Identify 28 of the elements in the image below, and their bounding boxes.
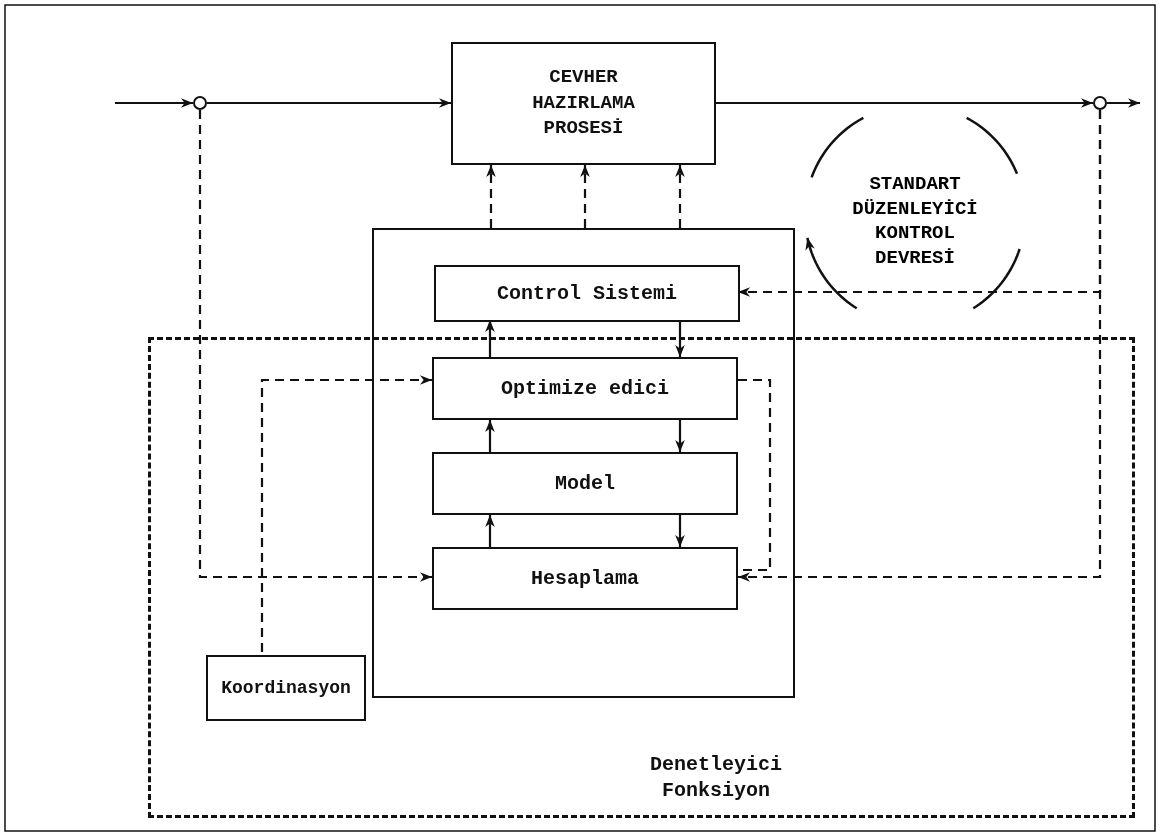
region-title: Denetleyici Fonksiyon <box>649 752 783 804</box>
process-box: CEVHER HAZIRLAMA PROSESİ <box>451 42 716 165</box>
process-box: Optimize edici <box>432 357 738 420</box>
dashed-arrow <box>260 375 432 652</box>
process-box: Model <box>432 452 738 515</box>
arrow <box>675 320 685 357</box>
arrow <box>1107 98 1140 108</box>
loop-label: STANDART DÜZENLEYİCİ KONTROL DEVRESİ <box>851 172 979 271</box>
dashed-arrow <box>580 165 590 228</box>
junction-circle <box>193 96 207 110</box>
arrow <box>716 98 1093 108</box>
process-box: Hesaplama <box>432 547 738 610</box>
arrow <box>485 515 495 547</box>
arrow <box>115 98 193 108</box>
arrow <box>207 98 451 108</box>
arrow <box>485 420 495 452</box>
control-unit-box <box>372 228 795 698</box>
junction-circle <box>1093 96 1107 110</box>
arrow <box>675 420 685 452</box>
process-box: Control Sistemi <box>434 265 740 322</box>
arrow <box>485 320 495 357</box>
dashed-region <box>148 337 1135 818</box>
dashed-arrow <box>675 165 685 228</box>
dashed-arrow <box>486 165 496 228</box>
dashed-arrow <box>738 110 1102 582</box>
process-box: Koordinasyon <box>206 655 366 721</box>
dashed-arrow <box>198 110 432 582</box>
arrow <box>675 515 685 547</box>
